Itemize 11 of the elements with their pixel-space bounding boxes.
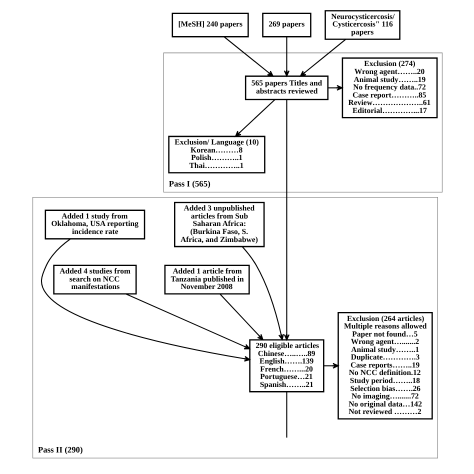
arrow: [283, 100, 290, 340]
arrow: [125, 293, 250, 350]
connector: [286, 392, 287, 438]
arrow: [223, 36, 274, 77]
arrow: [40, 238, 250, 362]
arrow: [234, 99, 275, 137]
arrow: [218, 294, 263, 340]
arrow: [242, 246, 284, 340]
arrow: [323, 362, 338, 369]
arrow: [283, 36, 290, 76]
arrow: [327, 85, 342, 91]
